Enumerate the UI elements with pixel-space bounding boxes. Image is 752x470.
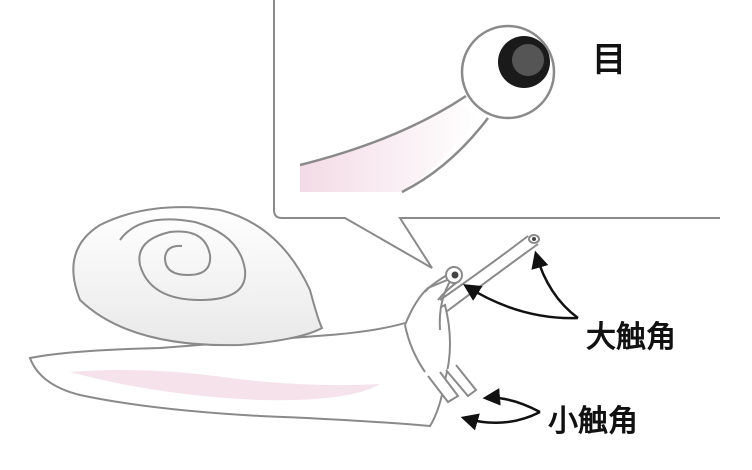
arrow-lower-to-tentacle-right [482,388,541,414]
lower-tentacle-left [427,371,460,404]
lower-tentacle-label: 小触角 [548,404,638,439]
eye [451,271,459,279]
callout-arrows [460,250,579,431]
snail-head [404,234,540,404]
lower-tentacle-right [445,364,478,398]
arrow-upper-to-eye-stalk [463,284,579,320]
upper-tentacle-label: 大触角 [586,320,676,355]
magnified-tentacle [299,24,556,194]
arrow-lower-to-tentacle-left [460,410,541,431]
snail-foot [28,303,451,428]
callout-box [273,0,720,269]
arrow-upper-to-upper-tentacle [531,250,579,320]
snail-shell [72,206,324,347]
eye-label: 目 [592,40,626,80]
